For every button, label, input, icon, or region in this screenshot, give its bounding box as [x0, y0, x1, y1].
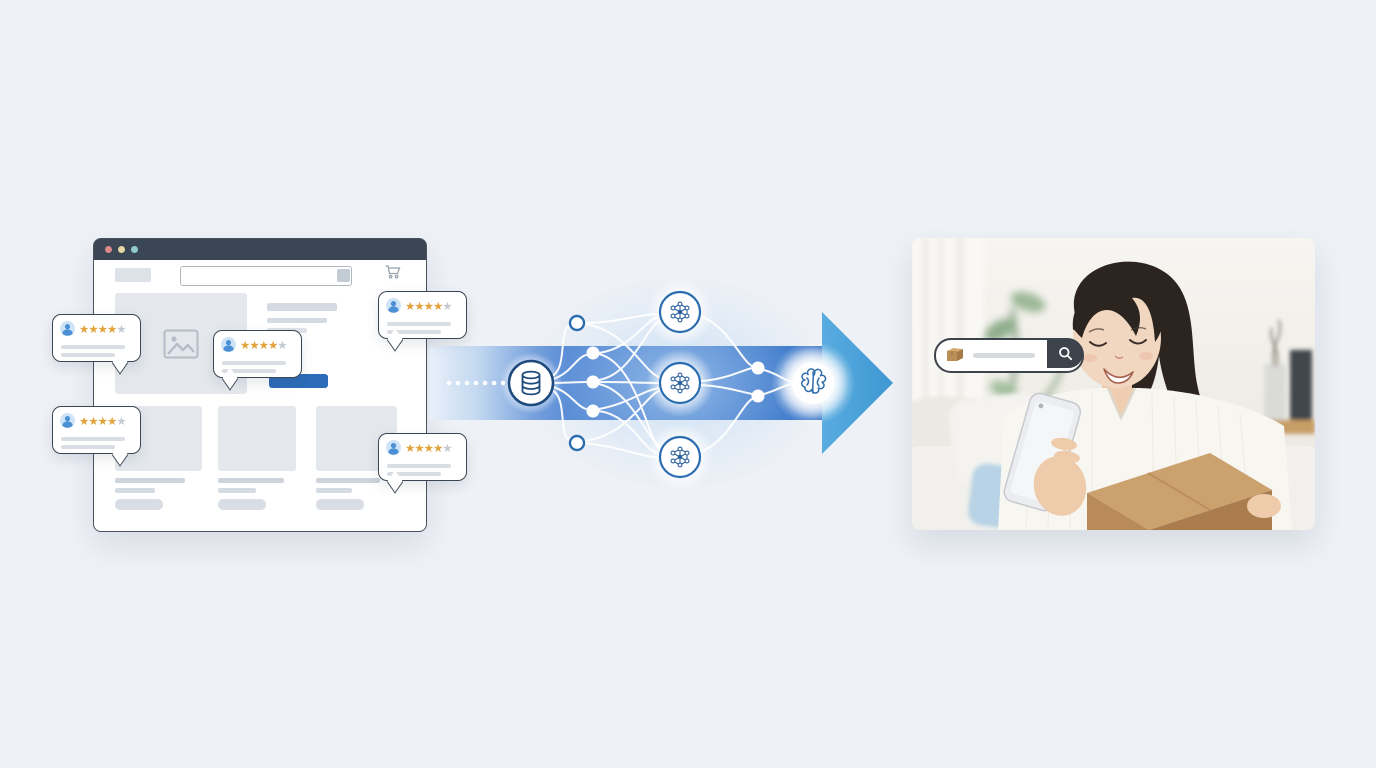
- model-node: [646, 423, 714, 490]
- card-price-placeholder: [115, 499, 163, 510]
- star-icon: ★: [116, 324, 126, 337]
- star-icon: ★: [258, 340, 269, 353]
- star-rating: ★★★★★: [405, 301, 453, 314]
- search-button[interactable]: [1047, 339, 1083, 368]
- review-text-placeholder: [61, 345, 125, 349]
- review-bubble: ★★★★★: [378, 433, 467, 494]
- star-icon: ★: [442, 443, 452, 456]
- image-icon: [163, 329, 199, 358]
- star-icon: ★: [414, 443, 424, 456]
- star-icon: ★: [116, 416, 126, 429]
- review-text-placeholder: [387, 322, 451, 326]
- shopping-cart-icon[interactable]: [384, 263, 402, 286]
- review-text-placeholder: [61, 445, 115, 449]
- star-icon: ★: [88, 324, 98, 337]
- star-icon: ★: [267, 340, 278, 353]
- star-icon: ★: [414, 301, 424, 314]
- browser-window-mockup: [93, 238, 427, 532]
- review-text-placeholder: [61, 437, 125, 441]
- star-icon: ★: [106, 324, 117, 337]
- star-icon: ★: [97, 416, 108, 429]
- review-text-placeholder: [222, 361, 286, 365]
- star-icon: ★: [79, 416, 89, 429]
- card-title-placeholder: [218, 478, 284, 483]
- browser-titlebar: [94, 239, 426, 260]
- search-placeholder-line: [973, 353, 1035, 358]
- star-icon: ★: [249, 340, 259, 353]
- star-rating: ★★★★★: [79, 416, 127, 429]
- photo-illustration: [912, 238, 1315, 530]
- card-text-placeholder: [316, 488, 352, 493]
- star-icon: ★: [79, 324, 89, 337]
- user-avatar-icon: [386, 298, 401, 318]
- user-avatar-icon: [386, 440, 401, 460]
- product-card-placeholder[interactable]: [218, 406, 296, 471]
- shop-search-input[interactable]: [180, 266, 352, 286]
- shop-search-button[interactable]: [336, 268, 350, 282]
- model-node: [646, 349, 714, 417]
- star-icon: ★: [277, 340, 287, 353]
- review-bubble: ★★★★★: [213, 330, 302, 391]
- user-avatar-icon: [60, 321, 75, 341]
- review-text-placeholder: [61, 353, 115, 357]
- site-logo-placeholder: [115, 268, 151, 282]
- star-icon: ★: [442, 301, 452, 314]
- smartphone: [1003, 392, 1082, 512]
- brain-icon: [771, 341, 855, 425]
- star-icon: ★: [106, 416, 117, 429]
- product-title-placeholder: [267, 303, 337, 311]
- traffic-light-icon: [105, 246, 112, 253]
- traffic-light-icon: [118, 246, 125, 253]
- star-rating: ★★★★★: [79, 324, 127, 337]
- review-bubble: ★★★★★: [378, 291, 467, 352]
- recommendation-search-bar[interactable]: [934, 338, 1084, 373]
- converge-dots: [751, 361, 765, 403]
- magnifier-icon: [1058, 347, 1072, 361]
- star-icon: ★: [432, 443, 443, 456]
- traffic-light-icon: [131, 246, 138, 253]
- photo-woman-with-phone-and-package: [912, 238, 1315, 530]
- review-text-placeholder: [387, 464, 451, 468]
- star-icon: ★: [423, 443, 434, 456]
- input-layer-nodes: [568, 314, 600, 452]
- review-text-placeholder: [222, 369, 276, 373]
- package-box-icon: [944, 344, 964, 368]
- model-node: [646, 278, 714, 346]
- review-text-placeholder: [387, 330, 441, 334]
- star-icon: ★: [432, 301, 443, 314]
- star-icon: ★: [240, 340, 250, 353]
- user-avatar-icon: [60, 413, 75, 433]
- star-icon: ★: [405, 443, 415, 456]
- database-icon: [500, 352, 562, 414]
- product-text-placeholder: [267, 318, 327, 323]
- user-avatar-icon: [221, 337, 236, 357]
- woman: [998, 261, 1292, 530]
- star-icon: ★: [88, 416, 98, 429]
- card-title-placeholder: [115, 478, 185, 483]
- review-text-placeholder: [387, 472, 441, 476]
- review-bubble: ★★★★★: [52, 314, 141, 375]
- ai-flow-diagram: [430, 278, 893, 490]
- card-price-placeholder: [218, 499, 266, 510]
- card-text-placeholder: [218, 488, 256, 493]
- star-rating: ★★★★★: [405, 443, 453, 456]
- card-price-placeholder: [316, 499, 364, 510]
- star-icon: ★: [97, 324, 108, 337]
- star-icon: ★: [405, 301, 415, 314]
- star-rating: ★★★★★: [240, 340, 288, 353]
- package-box: [1087, 453, 1272, 530]
- card-text-placeholder: [115, 488, 155, 493]
- card-title-placeholder: [316, 478, 380, 483]
- star-icon: ★: [423, 301, 434, 314]
- review-bubble: ★★★★★: [52, 406, 141, 467]
